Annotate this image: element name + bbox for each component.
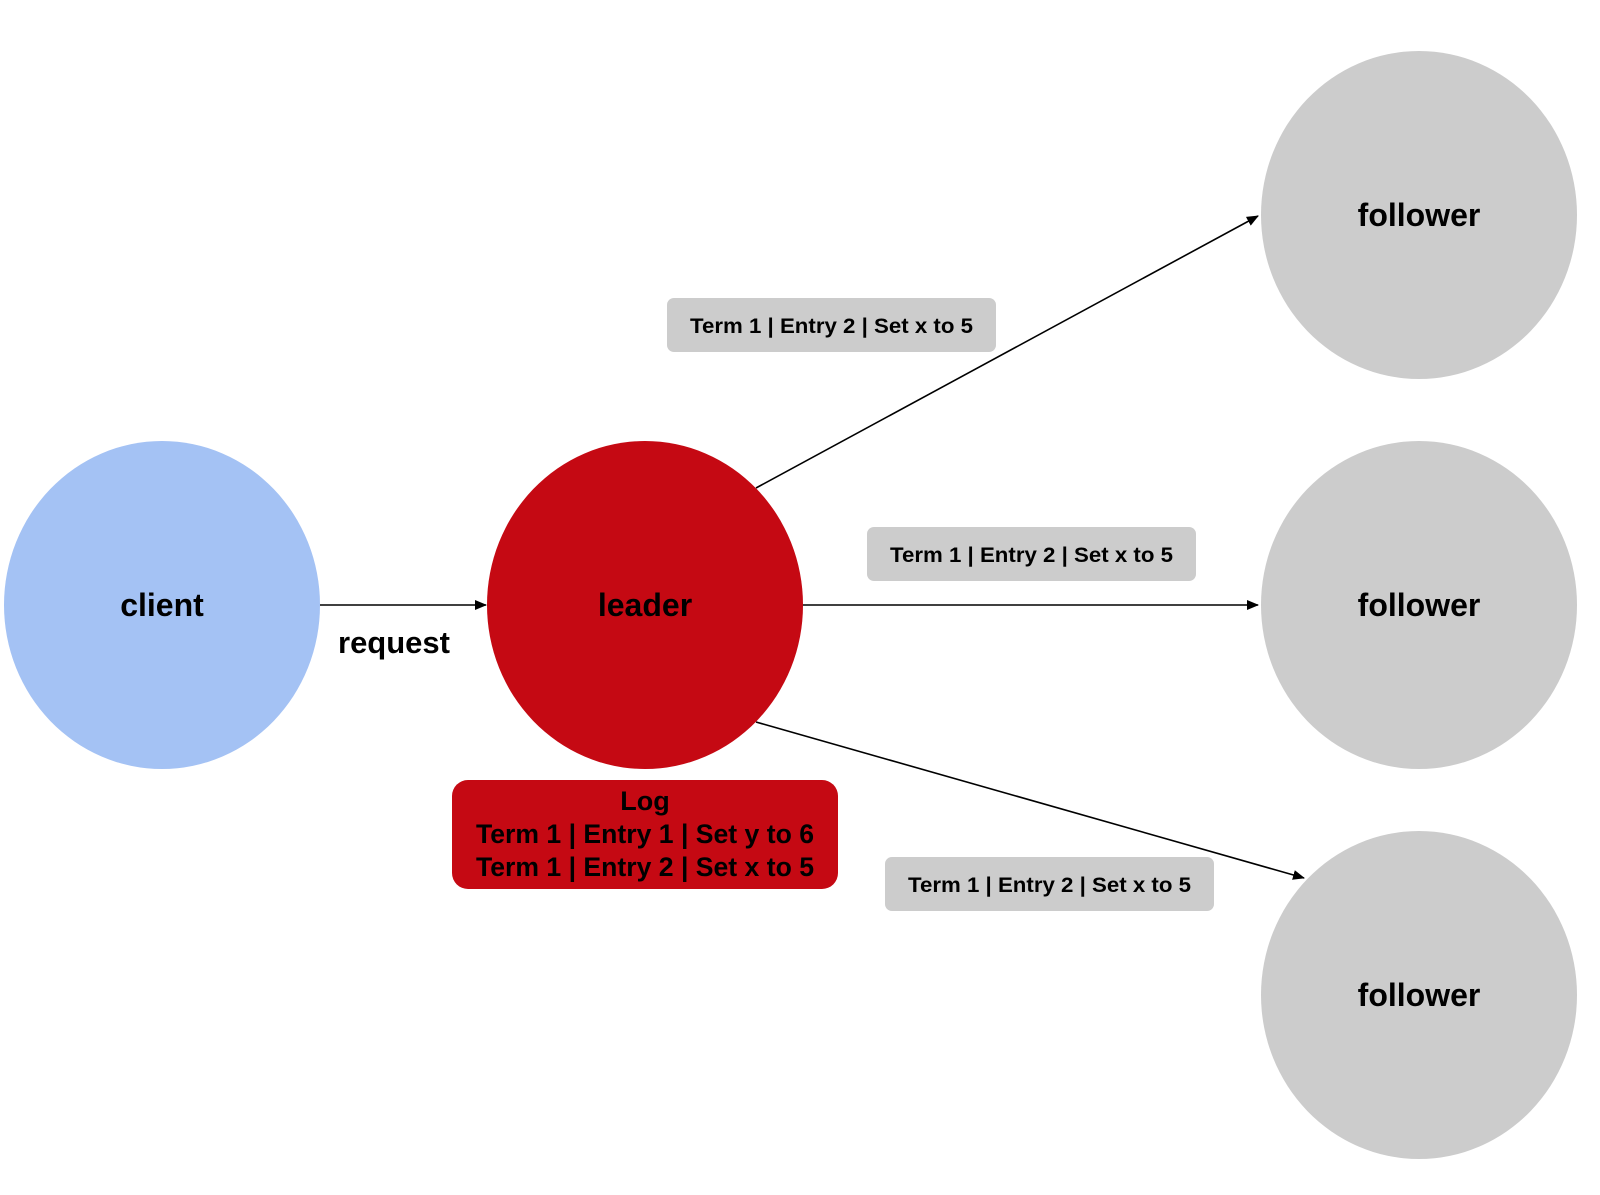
leader-node: leader xyxy=(487,441,803,769)
follower-label: follower xyxy=(1358,977,1481,1013)
client-label: client xyxy=(120,587,204,623)
message-box-1: Term 1 | Entry 2 | Set x to 5 xyxy=(667,298,996,352)
message-box-3: Term 1 | Entry 2 | Set x to 5 xyxy=(885,857,1214,911)
follower-node-1: follower xyxy=(1261,51,1577,379)
follower-circle xyxy=(1261,51,1577,379)
message-box-2: Term 1 | Entry 2 | Set x to 5 xyxy=(867,527,1196,581)
follower-label: follower xyxy=(1358,587,1481,623)
message-text: Term 1 | Entry 2 | Set x to 5 xyxy=(908,874,1191,897)
leader-log: Log Term 1 | Entry 1 | Set y to 6 Term 1… xyxy=(452,780,838,889)
leader-circle xyxy=(487,441,803,769)
request-label: request xyxy=(338,625,450,660)
message-text: Term 1 | Entry 2 | Set x to 5 xyxy=(690,315,973,338)
leader-label: leader xyxy=(598,587,692,623)
client-node: client xyxy=(4,441,320,769)
follower-circle xyxy=(1261,831,1577,1159)
message-box-bg xyxy=(867,527,1196,581)
message-text: Term 1 | Entry 2 | Set x to 5 xyxy=(890,544,1173,567)
follower-circle xyxy=(1261,441,1577,769)
leader-to-follower-3-arrow xyxy=(755,721,1305,880)
follower-node-3: follower xyxy=(1261,831,1577,1159)
log-entry: Term 1 | Entry 2 | Set x to 5 xyxy=(476,852,814,882)
log-box-bg xyxy=(452,780,838,889)
client-circle xyxy=(4,441,320,769)
message-box-bg xyxy=(885,857,1214,911)
follower-label: follower xyxy=(1358,197,1481,233)
message-box-bg xyxy=(667,298,996,352)
follower-node-2: follower xyxy=(1261,441,1577,769)
log-entry: Term 1 | Entry 1 | Set y to 6 xyxy=(476,819,814,849)
log-title: Log xyxy=(620,786,669,816)
leader-to-follower-1-arrow xyxy=(755,215,1259,489)
